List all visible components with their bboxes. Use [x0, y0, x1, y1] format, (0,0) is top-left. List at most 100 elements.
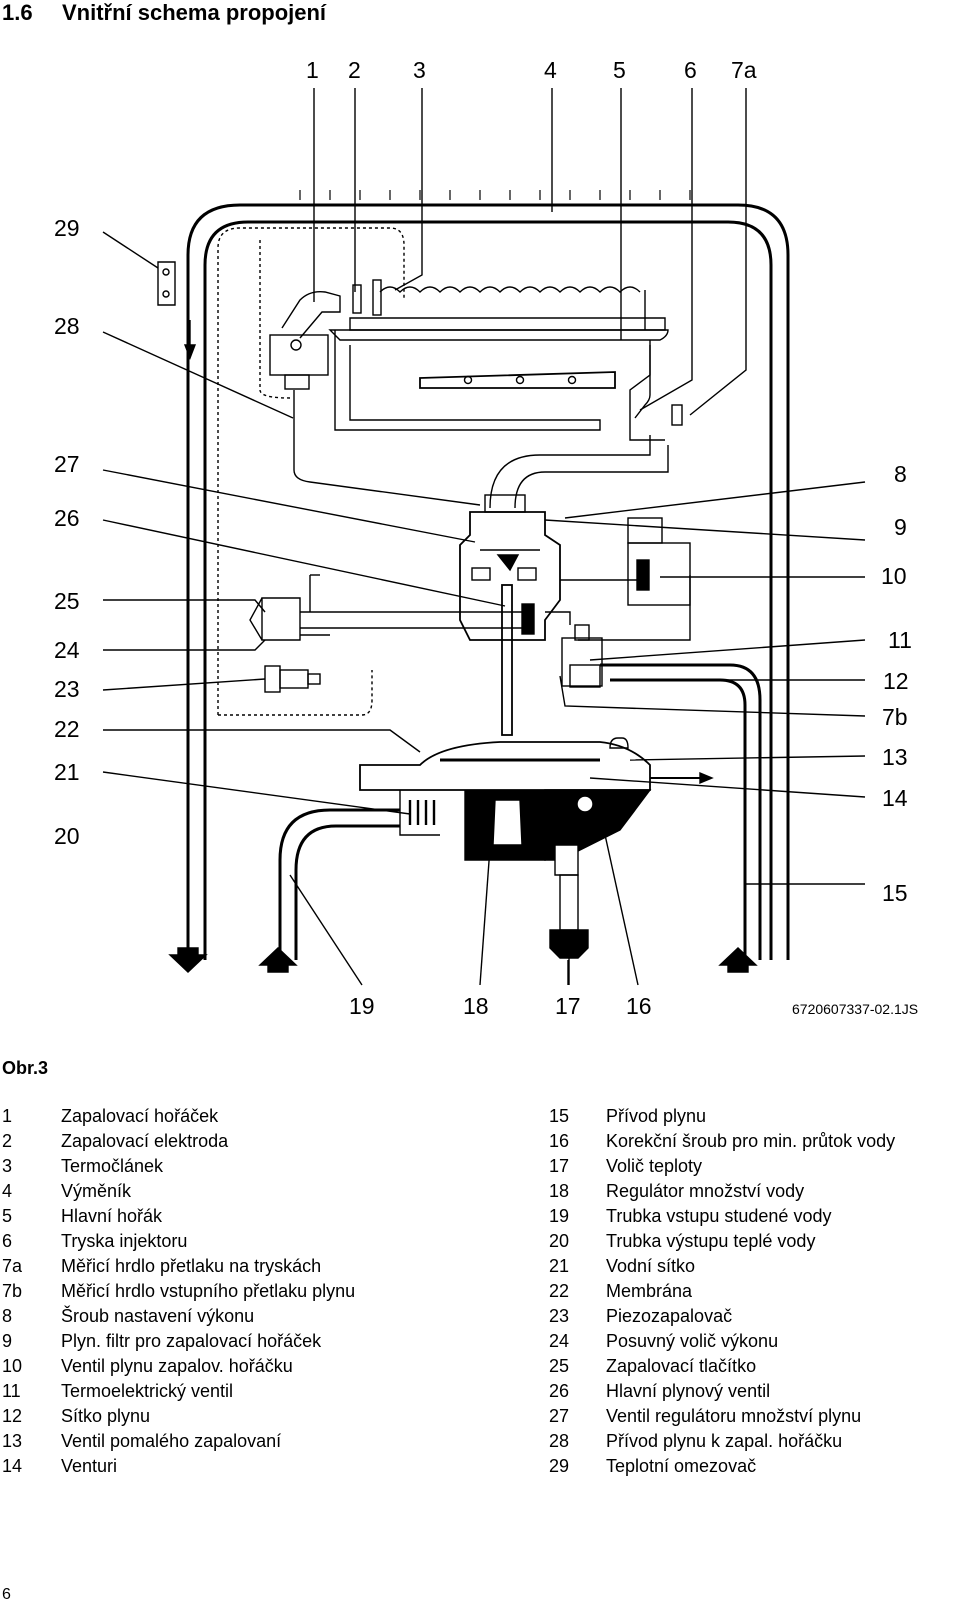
legend-text: Termoelektrický ventil — [61, 1381, 234, 1401]
callout-1: 1 — [306, 57, 319, 83]
legend-item: 18 Regulátor množství vody — [549, 1179, 895, 1204]
left-callout-labels: 29 28 27 26 25 24 23 22 21 20 — [54, 215, 80, 849]
top-callout-labels: 1 2 3 4 5 6 7a — [306, 57, 757, 83]
legend-item: 10 Ventil plynu zapalov. hořáčku — [2, 1354, 355, 1379]
callout-28: 28 — [54, 313, 80, 339]
legend-key: 15 — [549, 1106, 570, 1126]
legend-text: Hlavní plynový ventil — [606, 1381, 771, 1401]
legend-item: 20 Trubka výstupu teplé vody — [549, 1229, 895, 1254]
legend-text: Plyn. filtr pro zapalovací hořáček — [61, 1331, 322, 1351]
legend-text: Vodní sítko — [606, 1256, 696, 1276]
legend-text: Volič teploty — [606, 1156, 703, 1176]
legend-key: 3 — [2, 1156, 13, 1176]
legend-item: 1 Zapalovací hořáček — [2, 1104, 355, 1129]
callout-22: 22 — [54, 716, 80, 742]
legend-key: 10 — [2, 1356, 23, 1376]
callout-12: 12 — [883, 668, 909, 694]
legend-text: Membrána — [606, 1281, 693, 1301]
callout-5: 5 — [613, 57, 626, 83]
callout-11: 11 — [888, 627, 912, 653]
legend-key: 19 — [549, 1206, 570, 1226]
legend-text: Venturi — [61, 1456, 118, 1476]
legend-text: Ventil pomalého zapalovaní — [61, 1431, 282, 1451]
legend-key: 2 — [2, 1131, 13, 1151]
legend-text: Měřicí hrdlo přetlaku na tryskách — [61, 1256, 322, 1276]
section-title: Vnitřní schema propojení — [62, 0, 327, 25]
legend-key: 21 — [549, 1256, 570, 1276]
legend-key: 13 — [2, 1431, 23, 1451]
legend-key: 20 — [549, 1231, 570, 1251]
legend-key: 25 — [549, 1356, 570, 1376]
legend-text: Zapalovací tlačítko — [606, 1356, 757, 1376]
section-number: 1.6 — [2, 0, 33, 25]
callout-18: 18 — [463, 993, 489, 1019]
legend-item: 26 Hlavní plynový ventil — [549, 1379, 895, 1404]
legend-key: 5 — [2, 1206, 13, 1226]
legend-key: 28 — [549, 1431, 570, 1451]
legend-item: 3 Termočlánek — [2, 1154, 355, 1179]
right-callout-labels: 8 9 10 11 12 7b 13 14 15 — [881, 461, 912, 906]
callout-25: 25 — [54, 588, 80, 614]
legend-key: 18 — [549, 1181, 570, 1201]
legend-item: 4 Výměník — [2, 1179, 355, 1204]
legend-left: 1 Zapalovací hořáček 2 Zapalovací elektroda… — [2, 1104, 355, 1479]
callout-7b: 7b — [882, 704, 908, 730]
figure-caption: Obr.3 — [2, 1058, 49, 1078]
legend-key: 23 — [549, 1306, 570, 1326]
legend-text: Zapalovací hořáček — [61, 1106, 219, 1126]
callout-26: 26 — [54, 505, 80, 531]
drawing-code: 6720607337-02.1JS — [792, 1001, 918, 1017]
callout-24: 24 — [54, 637, 80, 663]
legend-text: Hlavní hořák — [61, 1206, 163, 1226]
legend-key: 17 — [549, 1156, 570, 1176]
legend-key: 26 — [549, 1381, 570, 1401]
callout-20: 20 — [54, 823, 80, 849]
legend-key: 14 — [2, 1456, 23, 1476]
legend-key: 1 — [2, 1106, 13, 1126]
legend-key: 7b — [2, 1281, 23, 1301]
legend-text: Piezozapalovač — [606, 1306, 733, 1326]
legend-text: Zapalovací elektroda — [61, 1131, 229, 1151]
legend-text: Ventil plynu zapalov. hořáčku — [61, 1356, 293, 1376]
legend-text: Regulátor množství vody — [606, 1181, 805, 1201]
legend-text: Posuvný volič výkonu — [606, 1331, 779, 1351]
legend-key: 6 — [2, 1231, 13, 1251]
page-number: 6 — [2, 1586, 11, 1603]
section-heading: 1.6 Vnitřní schema propojení — [2, 0, 326, 26]
callout-19: 19 — [349, 993, 375, 1019]
legend-item: 13 Ventil pomalého zapalovaní — [2, 1429, 355, 1454]
legend-key: 27 — [549, 1406, 570, 1426]
legend-key: 4 — [2, 1181, 13, 1201]
callout-9: 9 — [894, 514, 907, 540]
legend-text: Termočlánek — [61, 1156, 164, 1176]
legend-key: 29 — [549, 1456, 570, 1476]
legend-item: 16 Korekční šroub pro min. průtok vody — [549, 1129, 895, 1154]
legend-text: Přívod plynu k zapal. hořáčku — [606, 1431, 843, 1451]
legend-text: Trubka výstupu teplé vody — [606, 1231, 816, 1251]
callout-3: 3 — [413, 57, 426, 83]
callout-2: 2 — [348, 57, 361, 83]
bottom-callout-labels: 19 18 17 16 — [349, 993, 652, 1019]
callout-17: 17 — [555, 993, 581, 1019]
legend-text: Korekční šroub pro min. průtok vody — [606, 1131, 896, 1151]
callout-4: 4 — [544, 57, 557, 83]
callout-8: 8 — [894, 461, 907, 487]
legend-item: 28 Přívod plynu k zapal. hořáčku — [549, 1429, 895, 1454]
legend-text: Šroub nastavení výkonu — [61, 1306, 255, 1326]
legend-text: Výměník — [61, 1181, 132, 1201]
legend-text: Trubka vstupu studené vody — [606, 1206, 832, 1226]
callout-10: 10 — [881, 563, 907, 589]
legend-key: 16 — [549, 1131, 570, 1151]
callout-15: 15 — [882, 880, 908, 906]
legend-item: 19 Trubka vstupu studené vody — [549, 1204, 895, 1229]
